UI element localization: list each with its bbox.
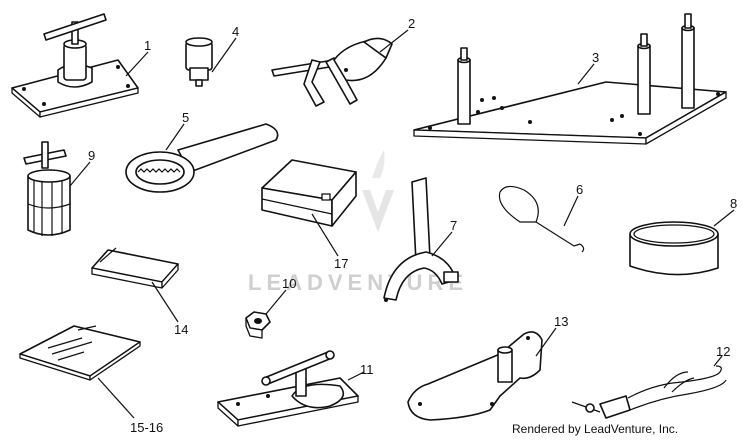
callout-labels: 1 2 3 4 5 6 7 8 9 10 11 12 13 14 15-16 1… [88,16,737,435]
callout-5[interactable]: 5 [182,110,189,125]
part-5-spanner-wrench[interactable] [125,123,279,193]
callout-3[interactable]: 3 [592,50,599,65]
part-2-t-handle-puller[interactable] [271,37,393,107]
callout-9[interactable]: 9 [88,148,95,163]
callout-4[interactable]: 4 [232,24,239,39]
callout-12[interactable]: 12 [716,344,730,359]
leader-lines [69,29,735,419]
callout-17[interactable]: 17 [334,256,348,271]
part-10-hex-nut[interactable] [245,311,271,339]
callout-13[interactable]: 13 [554,314,568,329]
part-3-base-plate[interactable] [413,13,727,145]
callout-11[interactable]: 11 [360,362,374,377]
callout-1[interactable]: 1 [144,38,151,53]
callout-10[interactable]: 10 [282,276,296,291]
part-4-cylinder-adapter[interactable] [185,37,213,87]
part-8-ring-compressor[interactable] [629,221,719,276]
callout-7[interactable]: 7 [450,218,457,233]
part-12-spring-tool[interactable] [571,365,727,419]
watermark-text: LEADVENTURE [248,270,468,295]
part-14-booklet[interactable] [91,247,179,289]
part-15-16-manuals[interactable] [19,325,141,381]
part-6-wire-loop[interactable] [498,185,585,253]
part-7-gauge-arm[interactable] [383,177,459,302]
callout-8[interactable]: 8 [730,196,737,211]
callout-15-16[interactable]: 15-16 [130,420,163,435]
part-1-press-plate[interactable] [11,13,139,118]
callout-6[interactable]: 6 [576,182,583,197]
callout-14[interactable]: 14 [174,322,188,337]
part-11-holding-fixture[interactable] [217,350,359,427]
part-13-bracket-plate[interactable] [407,331,543,421]
part-9-jaw-puller[interactable] [23,141,71,236]
part-17-tool-case[interactable] [261,159,357,227]
credit-text: Rendered by LeadVenture, Inc. [512,422,679,436]
callout-2[interactable]: 2 [408,16,415,31]
watermark-logo [362,150,394,232]
